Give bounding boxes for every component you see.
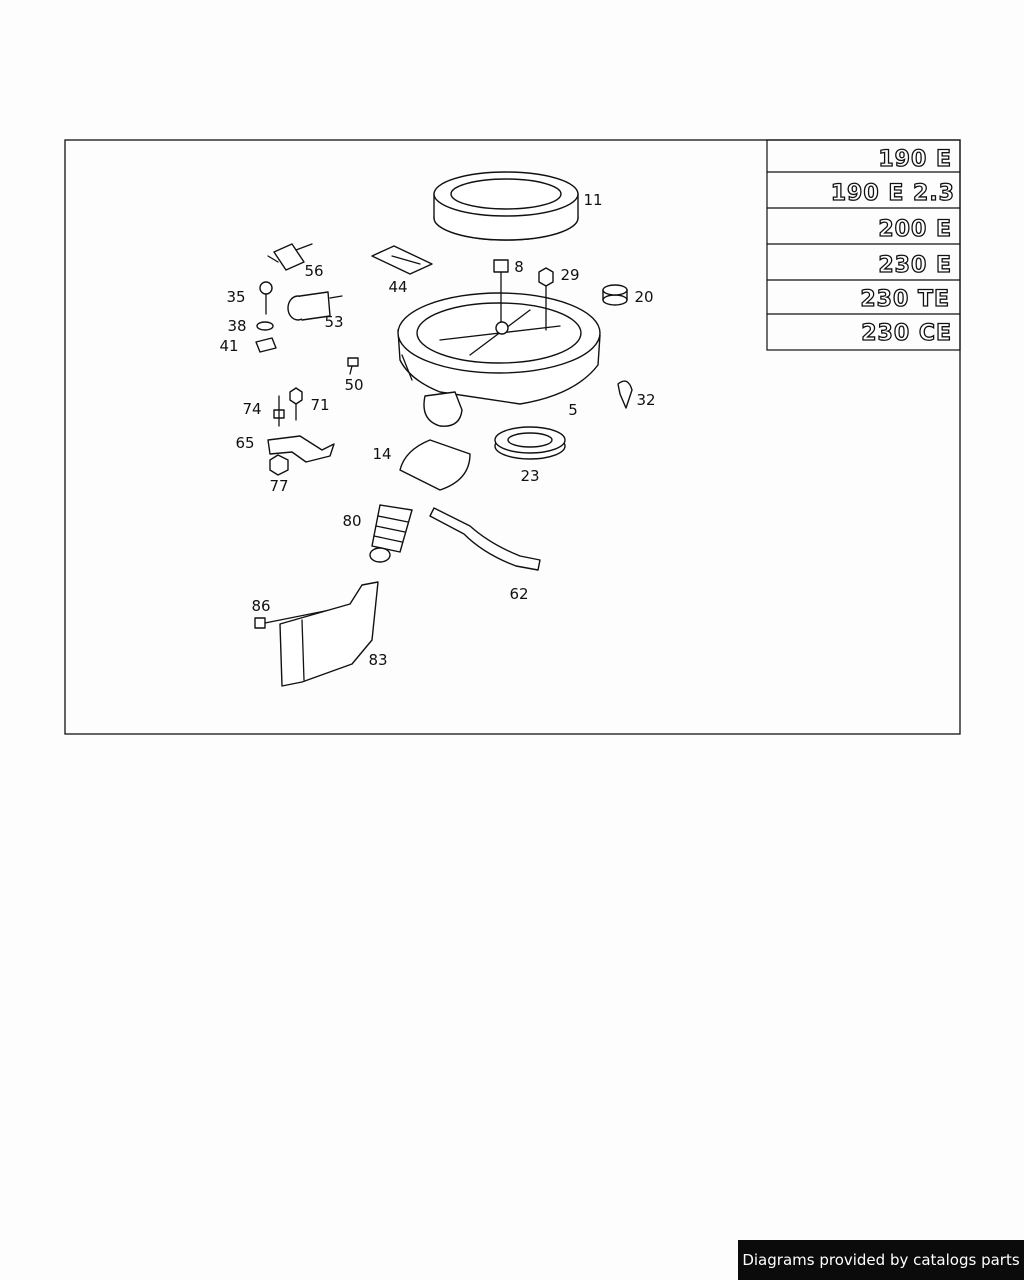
part-80-bellows-hose — [369, 504, 413, 563]
callout-74: 74 — [242, 400, 261, 418]
part-50-bolt — [347, 357, 359, 375]
part-11-filter-element — [433, 171, 579, 241]
part-32-clip — [617, 380, 633, 409]
footer-text: Diagrams provided by catalogs parts — [742, 1251, 1020, 1269]
callout-71: 71 — [310, 396, 329, 414]
badge-230ce: 230 CE — [861, 321, 952, 346]
callout-56: 56 — [304, 262, 323, 280]
callout-41: 41 — [219, 337, 238, 355]
callout-83: 83 — [368, 651, 387, 669]
diagram-frame — [64, 139, 961, 735]
part-29-nut — [538, 267, 554, 331]
part-14-intake-elbow — [399, 439, 471, 491]
callout-50: 50 — [344, 376, 363, 394]
callout-32: 32 — [636, 391, 655, 409]
part-74-stud — [273, 395, 285, 427]
callout-65: 65 — [235, 434, 254, 452]
part-8-nut — [493, 259, 509, 323]
callout-11: 11 — [583, 191, 602, 209]
badge-190e: 190 E — [878, 147, 952, 172]
callout-23: 23 — [520, 467, 539, 485]
callout-5: 5 — [568, 401, 578, 419]
part-5-air-cleaner-housing — [397, 292, 601, 427]
part-62-breather-tube — [429, 507, 541, 571]
footer-banner: Diagrams provided by catalogs parts — [738, 1240, 1024, 1280]
part-41-clip — [255, 337, 277, 353]
part-23-seal — [494, 426, 566, 460]
badge-230e: 230 E — [878, 253, 952, 278]
part-53-connector — [287, 291, 343, 321]
callout-14: 14 — [372, 445, 391, 463]
callout-labels: 11 56 44 8 29 20 35 53 38 41 50 5 32 74 … — [219, 191, 655, 669]
part-38-washer — [256, 321, 274, 331]
part-20-grommet — [602, 284, 628, 306]
part-77-nut — [269, 454, 289, 476]
callout-53: 53 — [324, 313, 343, 331]
callout-29: 29 — [560, 266, 579, 284]
badge-200e: 200 E — [878, 217, 952, 242]
badge-190e-23: 190 E 2.3 — [831, 181, 955, 206]
part-56-sensor — [267, 243, 313, 271]
callout-80: 80 — [342, 512, 361, 530]
callout-35: 35 — [226, 288, 245, 306]
callout-38: 38 — [227, 317, 246, 335]
callout-77: 77 — [269, 477, 288, 495]
callout-8: 8 — [514, 258, 524, 276]
part-71-bolt — [289, 387, 303, 421]
part-65-bracket — [267, 435, 335, 463]
callout-86: 86 — [251, 597, 270, 615]
model-badge-panel: 190 E 190 E 2.3 200 E 230 E 230 TE 230 C… — [766, 139, 961, 351]
part-83-heat-shield — [279, 581, 379, 687]
badge-230te: 230 TE — [860, 287, 950, 312]
part-44-label — [371, 245, 433, 275]
callout-44: 44 — [388, 278, 407, 296]
callout-20: 20 — [634, 288, 653, 306]
part-35-screw — [259, 281, 273, 315]
callout-62: 62 — [509, 585, 528, 603]
